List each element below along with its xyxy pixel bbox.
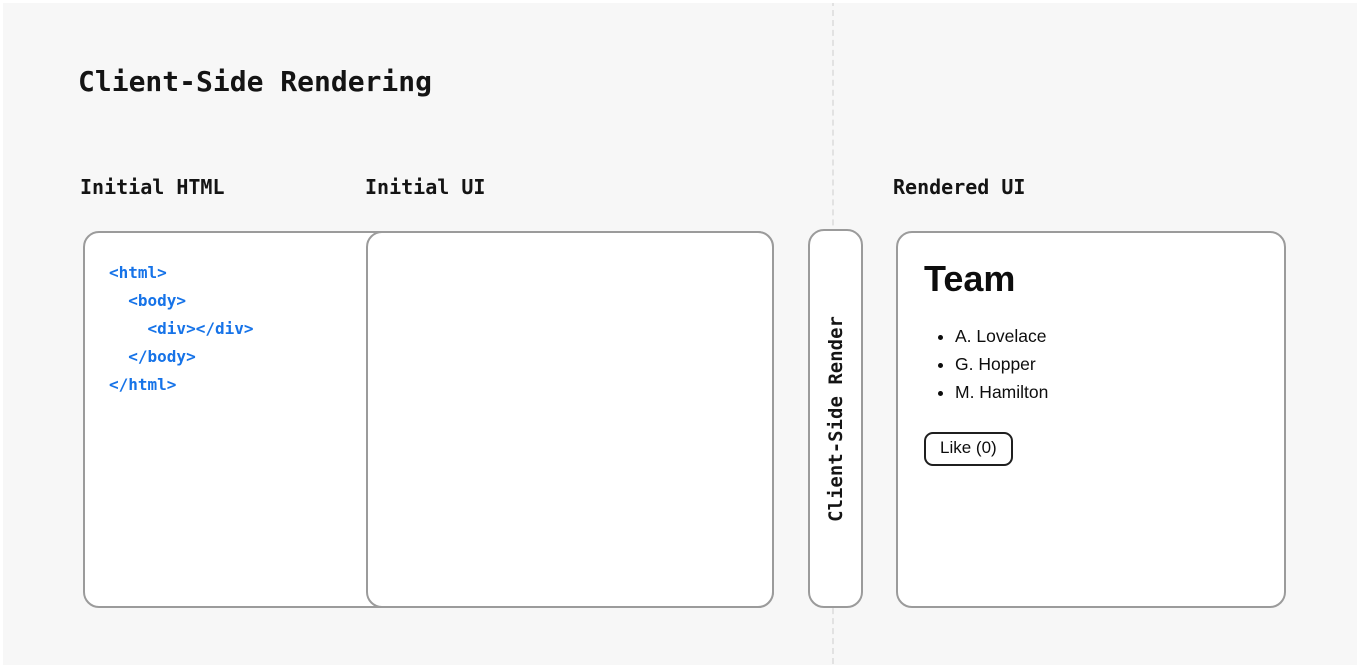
- initial-ui-panel: [366, 231, 774, 608]
- initial-html-label: Initial HTML: [80, 175, 225, 199]
- list-item: A. Lovelace: [955, 322, 1258, 350]
- rendered-ui-content: Team A. Lovelace G. Hopper M. Hamilton L…: [898, 233, 1284, 490]
- initial-ui-label: Initial UI: [365, 175, 486, 199]
- client-side-render-pill: Client-Side Render: [808, 229, 863, 608]
- page-title: Client-Side Rendering: [78, 65, 433, 98]
- list-item: M. Hamilton: [955, 378, 1258, 406]
- like-button[interactable]: Like (0): [924, 432, 1013, 466]
- rendered-ui-panel: Team A. Lovelace G. Hopper M. Hamilton L…: [896, 231, 1286, 608]
- client-side-render-label: Client-Side Render: [824, 315, 847, 522]
- rendered-ui-label: Rendered UI: [893, 175, 1026, 199]
- initial-html-code: <html> <body> <div></div> </body> </html…: [109, 263, 254, 394]
- team-member-list: A. Lovelace G. Hopper M. Hamilton: [924, 322, 1258, 406]
- team-heading: Team: [924, 258, 1016, 299]
- list-item: G. Hopper: [955, 350, 1258, 378]
